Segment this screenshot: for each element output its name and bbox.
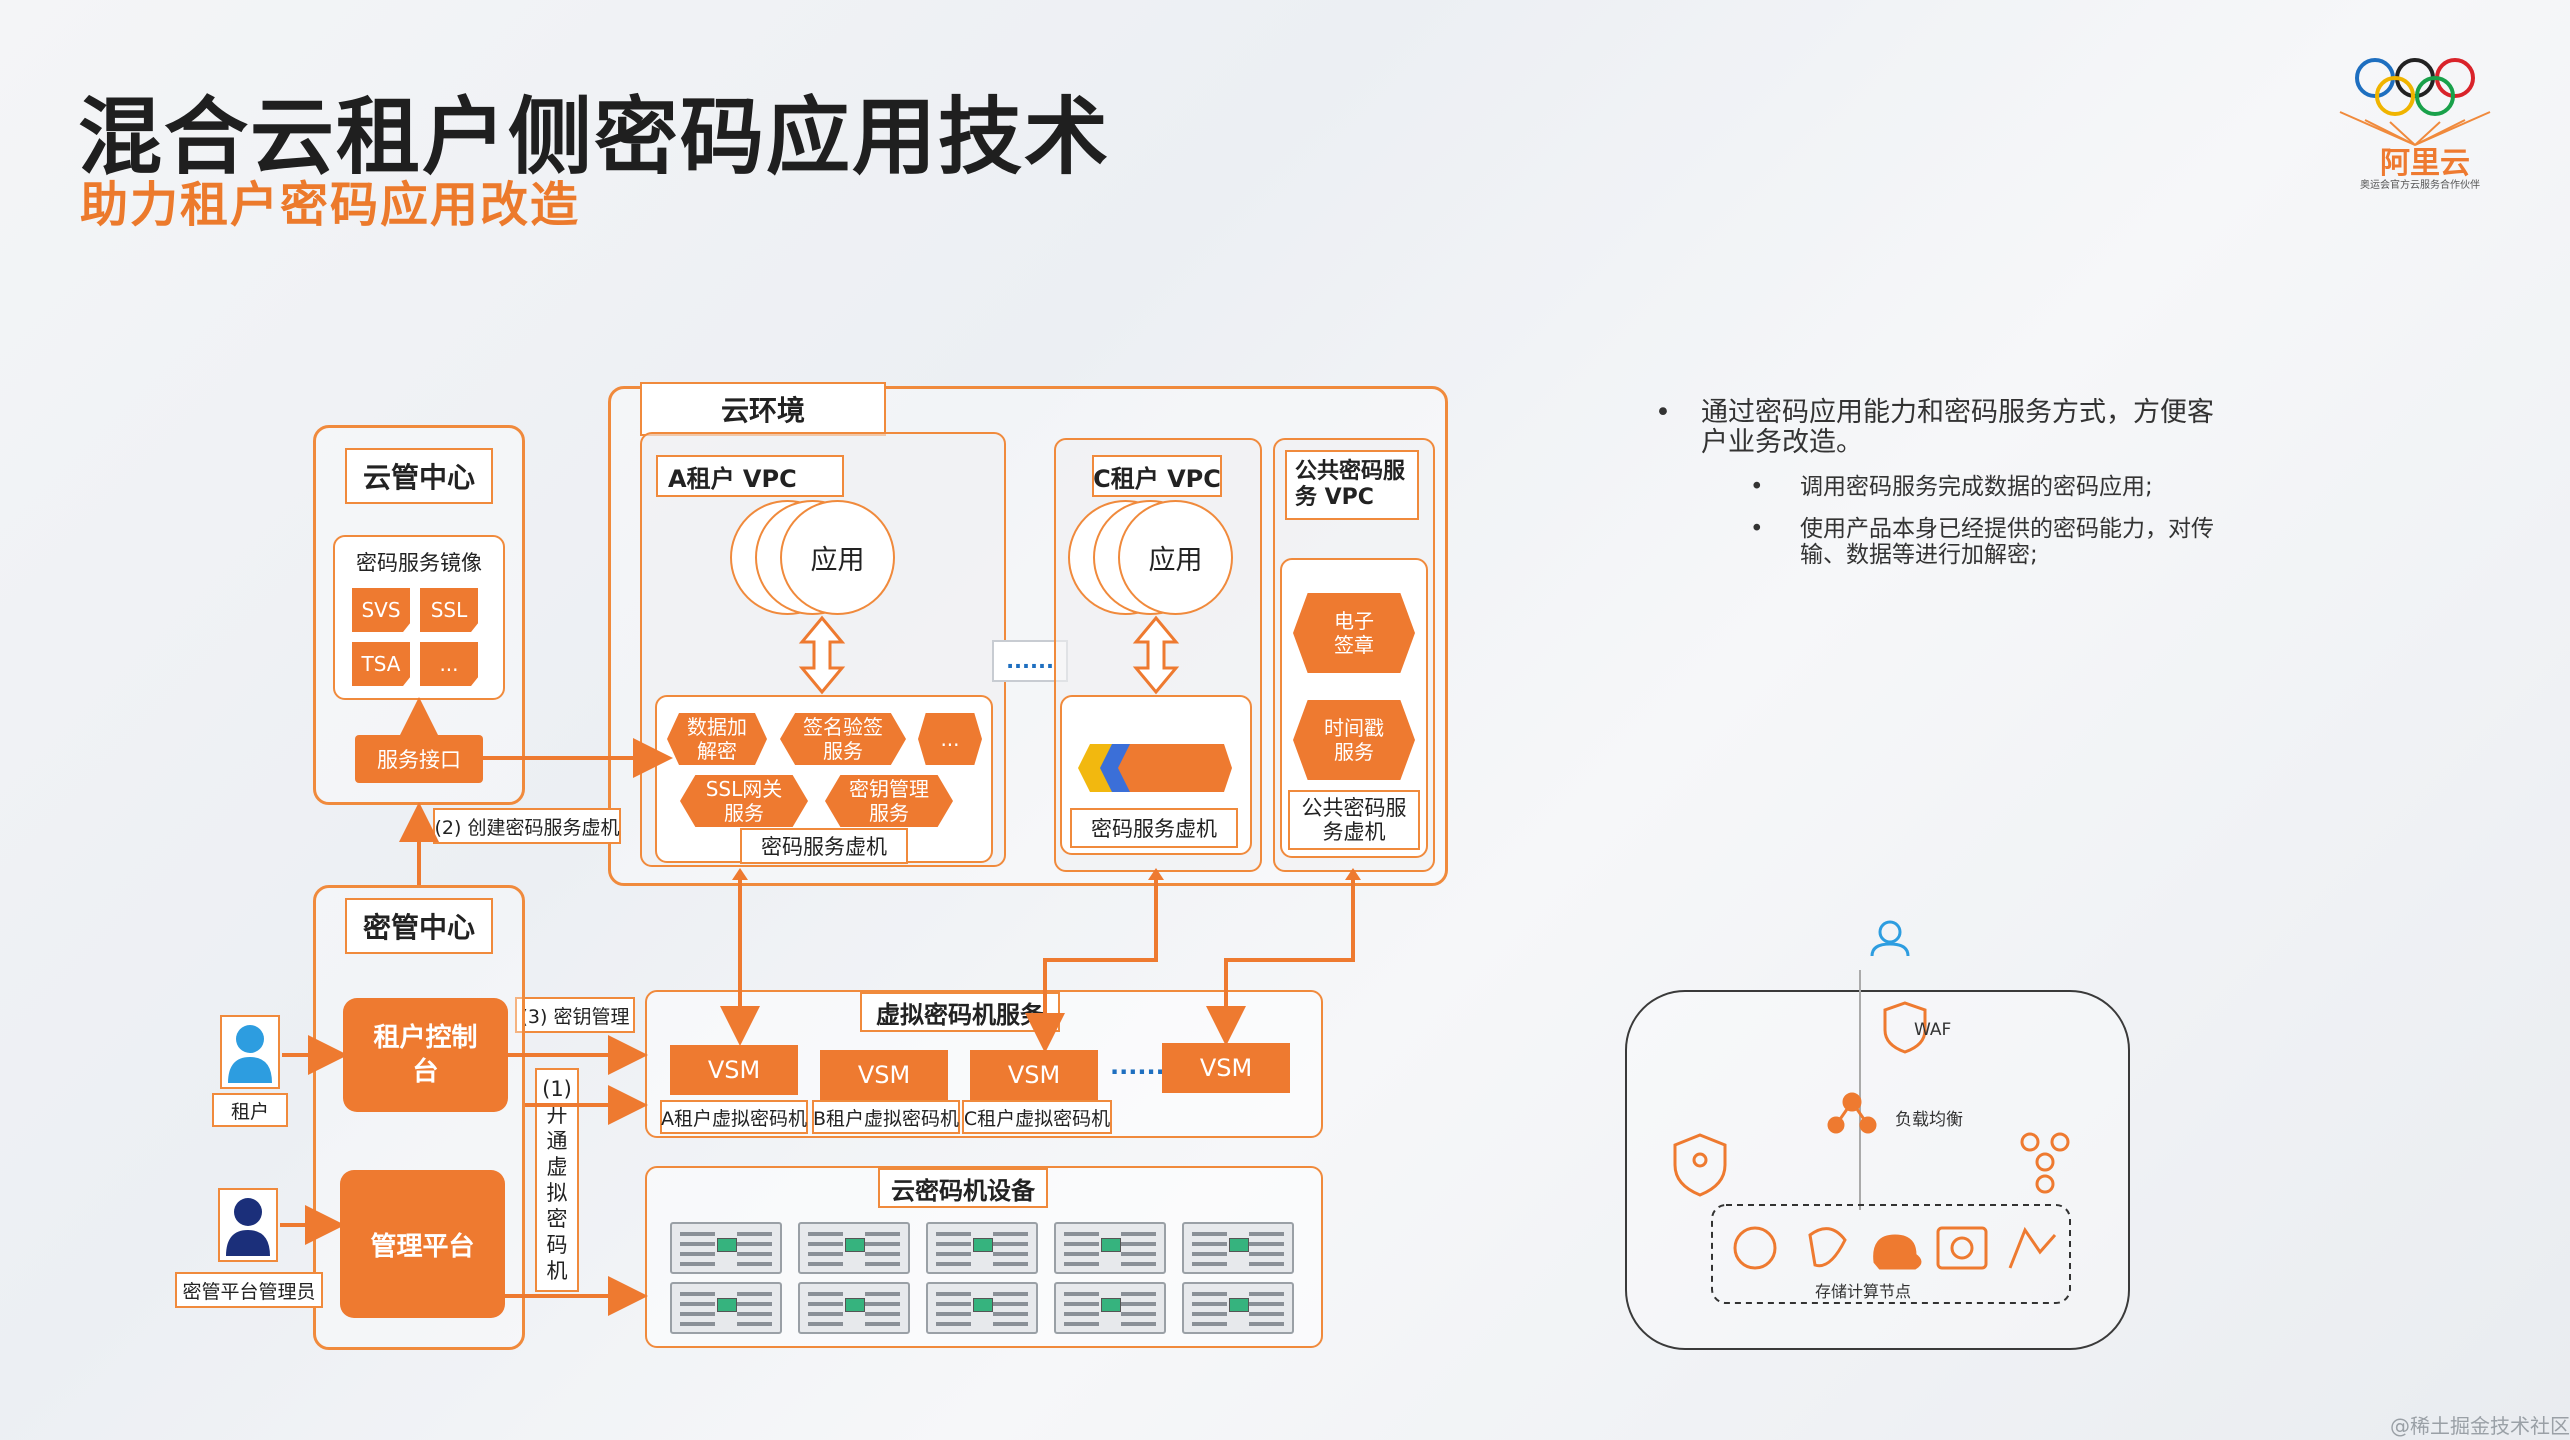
svc-key-mgmt: 密钥管理服务 [825, 775, 953, 827]
waf-label: WAF [1914, 1020, 1952, 1040]
vsm-a-label: A租户虚拟密码机 [660, 1100, 808, 1134]
vpc-c-service-bar [1078, 744, 1232, 792]
ssl-tag: SSL [420, 588, 478, 632]
service-chevron-icon [1078, 744, 1232, 792]
hsm-server [1054, 1222, 1166, 1274]
app-stack-a-3: 应用 [780, 500, 895, 615]
svc-sign: 签名验签服务 [780, 713, 906, 765]
logo-text: 阿里云 [2380, 146, 2470, 181]
hsm-server [1054, 1282, 1166, 1334]
tenant-user-icon [220, 1015, 280, 1089]
hsm-server [1182, 1282, 1294, 1334]
hsm-server [926, 1222, 1038, 1274]
page-title: 混合云租户侧密码应用技术 [78, 88, 1111, 186]
vpc-c-vm-label: 密码服务虚机 [1070, 808, 1238, 848]
step1-text: (1)开通虚拟密码机 [542, 1077, 572, 1283]
hsm-server [670, 1282, 782, 1334]
tenant-label: 租户 [212, 1093, 288, 1127]
vpc-public-title: 公共密码服务 VPC [1285, 450, 1419, 520]
cloud-env-title: 云环境 [640, 382, 886, 436]
vpc-a-vm-label: 密码服务虚机 [740, 828, 908, 864]
bullet-main: 通过密码应用能力和密码服务方式，方便客户业务改造。 [1655, 398, 2215, 458]
bullet-sub-1: 调用密码服务完成数据的密码应用; [1655, 474, 2215, 500]
hsm-server [798, 1222, 910, 1274]
svc-timestamp: 时间戳服务 [1293, 700, 1415, 780]
admin-label: 密管平台管理员 [175, 1272, 323, 1308]
mgmt-platform-box: 管理平台 [340, 1170, 505, 1318]
vsm-d[interactable]: VSM [1162, 1043, 1290, 1093]
vsm-b-label: B租户虚拟密码机 [812, 1100, 960, 1134]
svs-tag: SVS [352, 588, 410, 632]
hsm-server [670, 1222, 782, 1274]
vsm-b[interactable]: VSM [820, 1050, 948, 1100]
hsm-server [926, 1282, 1038, 1334]
page-subtitle: 助力租户密码应用改造 [80, 177, 581, 233]
vpc-c-title: C租户 VPC [1092, 455, 1222, 497]
logo-slogan: 奥运会官方云服务合作伙伴 [2360, 180, 2480, 191]
hsm-title: 云密码机设备 [878, 1168, 1048, 1208]
svc-e-seal: 电子签章 [1293, 593, 1415, 673]
more-tag: ... [420, 642, 478, 686]
app-c-label: 应用 [1148, 545, 1203, 576]
vsm-a[interactable]: VSM [670, 1045, 798, 1095]
mirror-label: 密码服务镜像 [337, 543, 501, 581]
bullet-sub-2: 使用产品本身已经提供的密码能力，对传输、数据等进行加解密; [1655, 516, 2215, 568]
step2-label: (2) 创建密码服务虚机 [433, 808, 621, 844]
step3-label: (3) 密钥管理 [515, 997, 635, 1033]
olympic-rings-icon [2339, 58, 2491, 146]
key-mgmt-title: 密管中心 [345, 898, 493, 954]
logo: 阿里云 奥运会官方云服务合作伙伴 [2320, 50, 2510, 191]
svc-ssl-gateway: SSL网关服务 [680, 775, 808, 827]
service-api-box: 服务接口 [355, 735, 483, 783]
vsm-c-label: C租户虚拟密码机 [962, 1100, 1112, 1134]
hsm-server [798, 1282, 910, 1334]
admin-user-icon [218, 1188, 278, 1262]
hsm-server [1182, 1222, 1294, 1274]
tsa-tag: TSA [352, 642, 410, 686]
lb-label: 负载均衡 [1895, 1110, 1963, 1130]
bullet-list: 通过密码应用能力和密码服务方式，方便客户业务改造。 调用密码服务完成数据的密码应… [1655, 398, 2215, 569]
vsm-dots: ...... [1110, 1052, 1165, 1080]
watermark: @稀土掘金技术社区 [2390, 1414, 2570, 1438]
nodes-label: 存储计算节点 [1815, 1282, 1912, 1301]
app-stack-c-3: 应用 [1118, 500, 1233, 615]
tenant-console-box: 租户控制台 [343, 998, 508, 1112]
app-a-label: 应用 [810, 545, 865, 576]
vsm-c[interactable]: VSM [970, 1050, 1098, 1100]
vpc-public-vm-text: 公共密码服务虚机 [1301, 796, 1407, 844]
cloud-mgmt-title: 云管中心 [345, 448, 493, 504]
vpc-public-title-text: 公共密码服务 VPC [1295, 459, 1406, 510]
svc-more: ... [918, 713, 982, 765]
mgmt-platform-text: 管理平台 [370, 1231, 475, 1262]
tenant-console-text: 租户控制台 [373, 1023, 478, 1087]
svc-encrypt: 数据加解密 [667, 713, 767, 765]
vpc-public-vm-label: 公共密码服务虚机 [1288, 790, 1420, 850]
vpc-a-title: A租户 VPC [656, 455, 844, 497]
